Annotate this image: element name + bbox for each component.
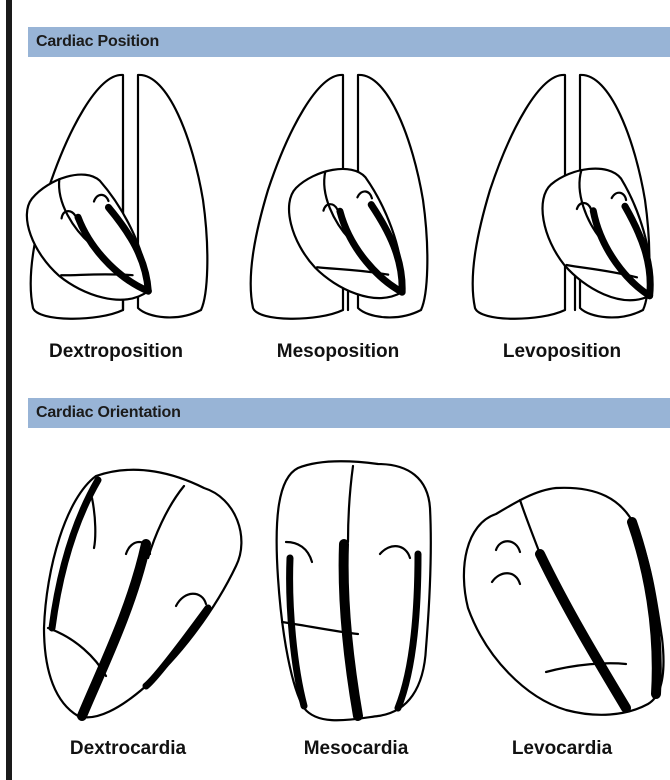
dextroposition-figure — [28, 70, 208, 330]
levoposition-figure — [470, 70, 650, 330]
mesocardia-figure — [268, 458, 448, 728]
label-dextrocardia: Dextrocardia — [28, 738, 228, 760]
label-mesoposition: Mesoposition — [238, 341, 438, 363]
levocardia-figure — [456, 458, 666, 728]
label-mesocardia: Mesocardia — [256, 738, 456, 760]
cardiac-orientation-header: Cardiac Orientation — [28, 398, 670, 428]
label-dextroposition: Dextroposition — [16, 341, 216, 363]
label-levoposition: Levoposition — [462, 341, 662, 363]
dextrocardia-figure — [36, 458, 246, 728]
left-border-rule — [6, 0, 12, 780]
cardiac-position-header: Cardiac Position — [28, 27, 670, 57]
heart-outline — [44, 470, 241, 718]
mesoposition-figure — [248, 70, 428, 330]
cardiac-position-title: Cardiac Position — [36, 33, 159, 51]
cardiac-orientation-title: Cardiac Orientation — [36, 404, 181, 422]
label-levocardia: Levocardia — [462, 738, 662, 760]
